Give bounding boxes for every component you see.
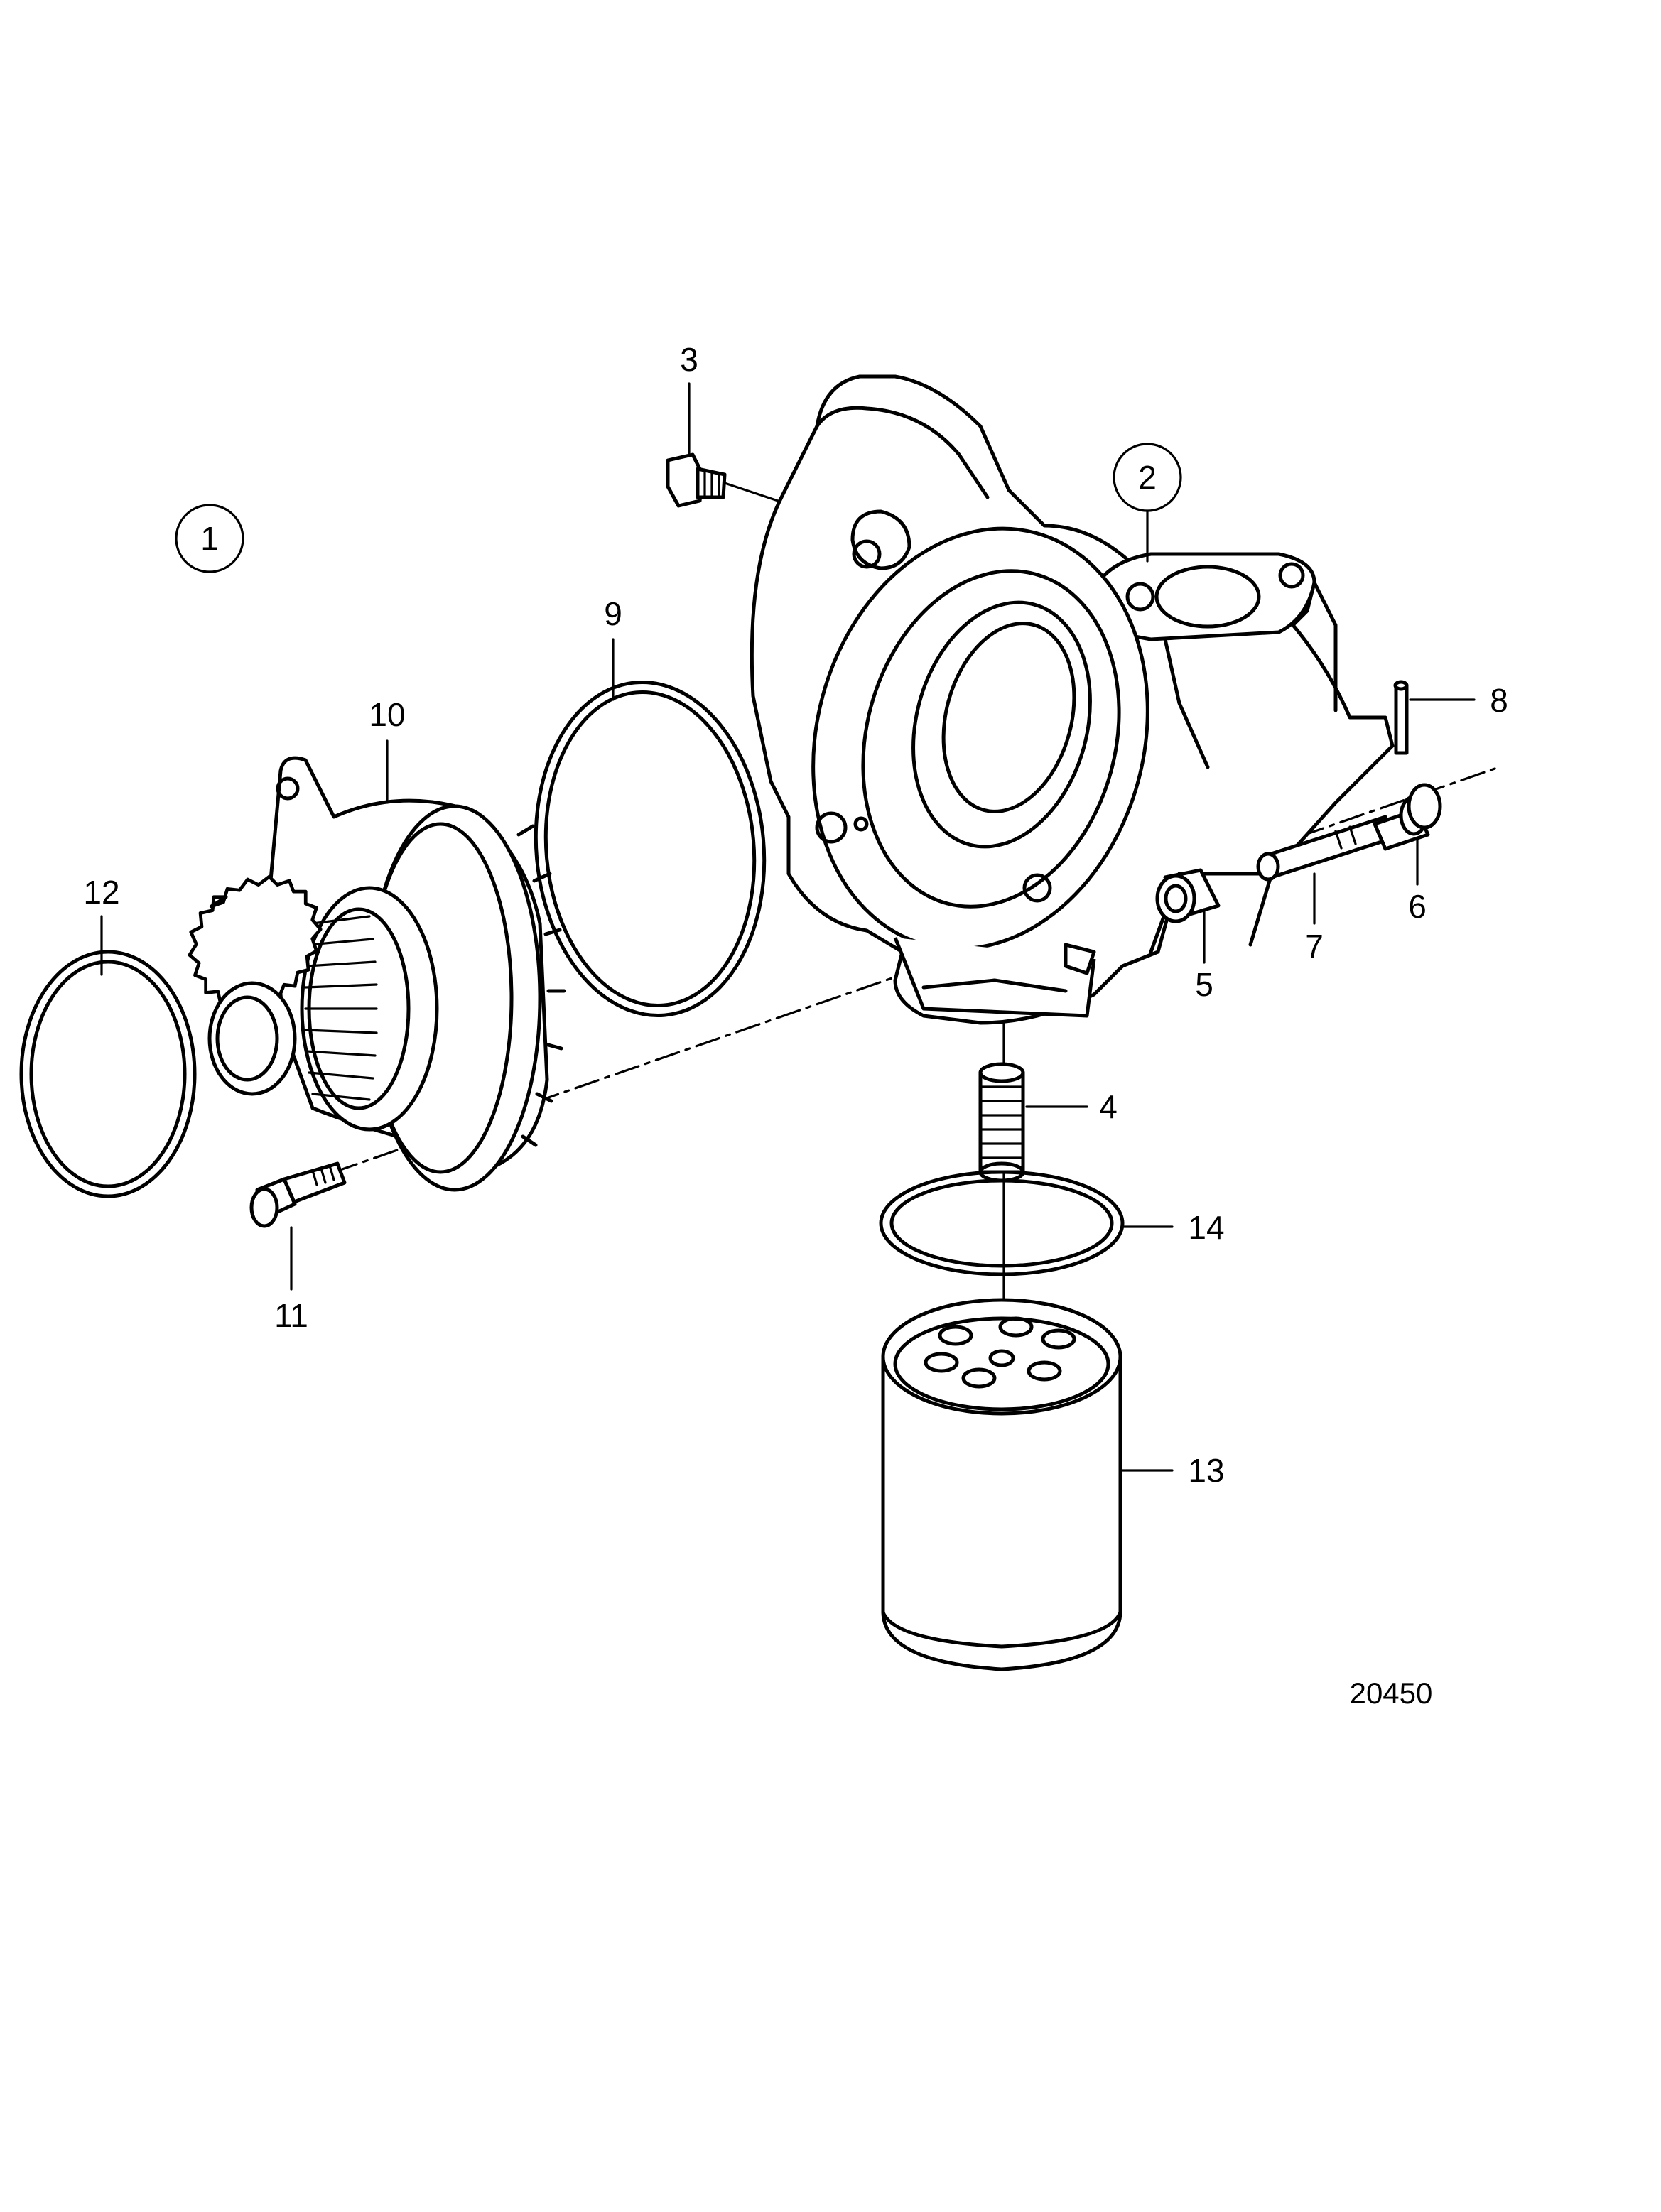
pin-8 bbox=[1393, 680, 1409, 755]
callout-circle-2 bbox=[1113, 443, 1182, 512]
callout-12: 12 bbox=[83, 874, 119, 911]
sensor-6 bbox=[1373, 783, 1442, 851]
callout-4: 4 bbox=[1099, 1088, 1118, 1125]
callout-14: 14 bbox=[1188, 1209, 1224, 1246]
pump-housing-2 bbox=[750, 374, 1395, 1025]
callout-3: 3 bbox=[680, 341, 698, 378]
oil-filter-13 bbox=[881, 1298, 1122, 1671]
callout-7: 7 bbox=[1305, 928, 1324, 965]
nipple-4 bbox=[978, 1062, 1025, 1183]
callout-5: 5 bbox=[1195, 966, 1213, 1003]
callout-13: 13 bbox=[1188, 1452, 1224, 1489]
shaft-7 bbox=[1256, 815, 1395, 882]
callout-10: 10 bbox=[369, 696, 405, 733]
callout-9: 9 bbox=[604, 595, 622, 632]
callout-1: 1 bbox=[200, 520, 219, 557]
leader-lines bbox=[100, 382, 1476, 1472]
gasket-14 bbox=[879, 1170, 1125, 1276]
plug-3 bbox=[666, 452, 727, 508]
callout-11: 11 bbox=[274, 1297, 308, 1334]
o-ring-9 bbox=[534, 680, 767, 1018]
sleeve-5 bbox=[1155, 868, 1221, 923]
callout-6: 6 bbox=[1408, 888, 1427, 925]
o-ring-12 bbox=[19, 950, 197, 1198]
callout-8: 8 bbox=[1490, 682, 1508, 719]
figure-reference-number: 20450 bbox=[1350, 1676, 1433, 1710]
callout-circle-1 bbox=[175, 504, 244, 573]
water-pump-10 bbox=[188, 756, 566, 1192]
callout-2: 2 bbox=[1138, 459, 1157, 496]
bolt-11 bbox=[249, 1161, 347, 1228]
